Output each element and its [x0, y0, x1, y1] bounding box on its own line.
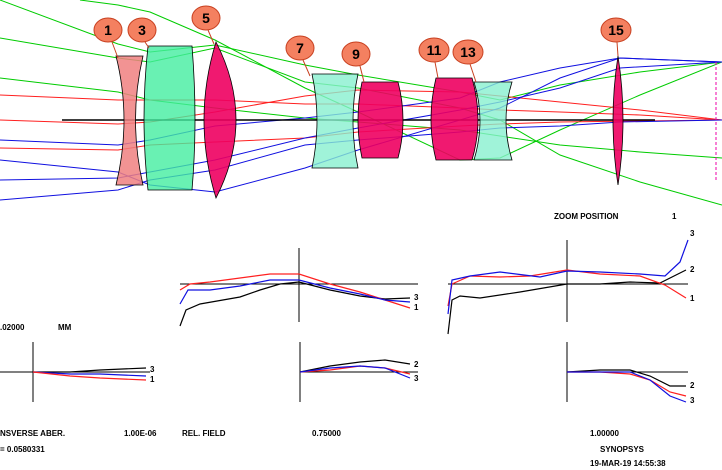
bubble-9: 9	[341, 41, 371, 83]
aberration-plots: 3 1 3 2 1 3 1	[0, 229, 695, 405]
svg-text:7: 7	[296, 40, 304, 56]
curve-mid-upper-blue	[179, 279, 411, 305]
field-value-2: 1.00000	[590, 429, 619, 438]
svg-text:13: 13	[460, 44, 476, 60]
svg-text:1: 1	[414, 303, 419, 312]
bubble-1: 1	[93, 17, 123, 59]
bubble-15: 15	[600, 17, 632, 57]
bubble-13: 13	[452, 39, 484, 83]
svg-text:11: 11	[427, 42, 442, 58]
svg-text:3: 3	[138, 22, 146, 38]
svg-text:3: 3	[690, 396, 695, 405]
curve-right-lower-red	[567, 371, 687, 397]
svg-text:15: 15	[608, 22, 624, 38]
curve-mid-upper-black	[179, 281, 411, 327]
zoom-position-value: 1	[672, 212, 677, 221]
lens-11	[430, 77, 479, 161]
curve-right-upper-black	[447, 269, 687, 335]
plot-mid-upper: 3 1	[179, 248, 419, 327]
curve-right-upper-red	[447, 269, 687, 307]
svg-text:5: 5	[202, 10, 210, 26]
curve-left-lower-red	[32, 371, 147, 381]
lens-elements	[115, 40, 624, 200]
plot-mid-lower: 2 3	[299, 342, 419, 402]
unit-scale-label: 1.00E-06	[124, 429, 157, 438]
curve-right-upper-blue	[447, 239, 689, 315]
ray-red-3	[0, 89, 722, 125]
curve-right-lower-black	[566, 369, 686, 387]
curve-left-lower-blue	[32, 371, 147, 377]
svg-text:2: 2	[414, 360, 419, 369]
svg-text:9: 9	[352, 46, 360, 62]
svg-text:1: 1	[104, 22, 112, 38]
lens-15	[612, 55, 624, 186]
lens-9	[357, 81, 404, 159]
run-date: 19-MAR-19 14:55:38	[590, 459, 666, 468]
scale-unit: MM	[58, 323, 72, 332]
surface-bubbles: 1 3 5 7 9 11 13	[93, 5, 632, 83]
svg-text:2: 2	[690, 381, 695, 390]
rel-field-label: REL. FIELD	[182, 429, 226, 438]
plot-left-lower: 3 1	[0, 342, 155, 402]
curve-left-lower-black	[33, 367, 147, 373]
lens-7	[311, 73, 359, 169]
program-name: SYNOPSYS	[600, 445, 645, 454]
bubble-7: 7	[285, 35, 315, 77]
curve-mid-upper-red	[179, 273, 411, 309]
svg-text:3: 3	[414, 293, 419, 302]
lens-3	[143, 45, 196, 191]
lens-1	[115, 55, 144, 186]
curve-right-lower-blue	[567, 371, 687, 403]
svg-text:3: 3	[690, 229, 695, 238]
svg-text:3: 3	[150, 365, 155, 374]
lens-13	[473, 81, 513, 161]
param-label: = 0.0580331	[0, 445, 45, 454]
scale-value: .02000	[0, 323, 25, 332]
plot-right-lower: 2 3	[566, 342, 695, 405]
lens-5	[203, 40, 237, 200]
curve-mid-lower-blue	[299, 365, 411, 379]
bubble-3: 3	[127, 17, 157, 49]
svg-text:3: 3	[414, 374, 419, 383]
bubble-11: 11	[418, 37, 450, 79]
ray-red-1	[0, 94, 722, 121]
bubble-5: 5	[191, 5, 221, 45]
svg-text:1: 1	[690, 294, 695, 303]
field-value-1: 0.75000	[312, 429, 341, 438]
transverse-aberration-label: NSVERSE ABER.	[0, 429, 65, 438]
svg-text:2: 2	[690, 265, 695, 274]
zoom-position-label: ZOOM POSITION	[554, 212, 619, 221]
curve-mid-lower-black	[299, 359, 411, 373]
plot-right-upper: 3 2 1	[447, 229, 695, 335]
svg-text:1: 1	[150, 375, 155, 384]
